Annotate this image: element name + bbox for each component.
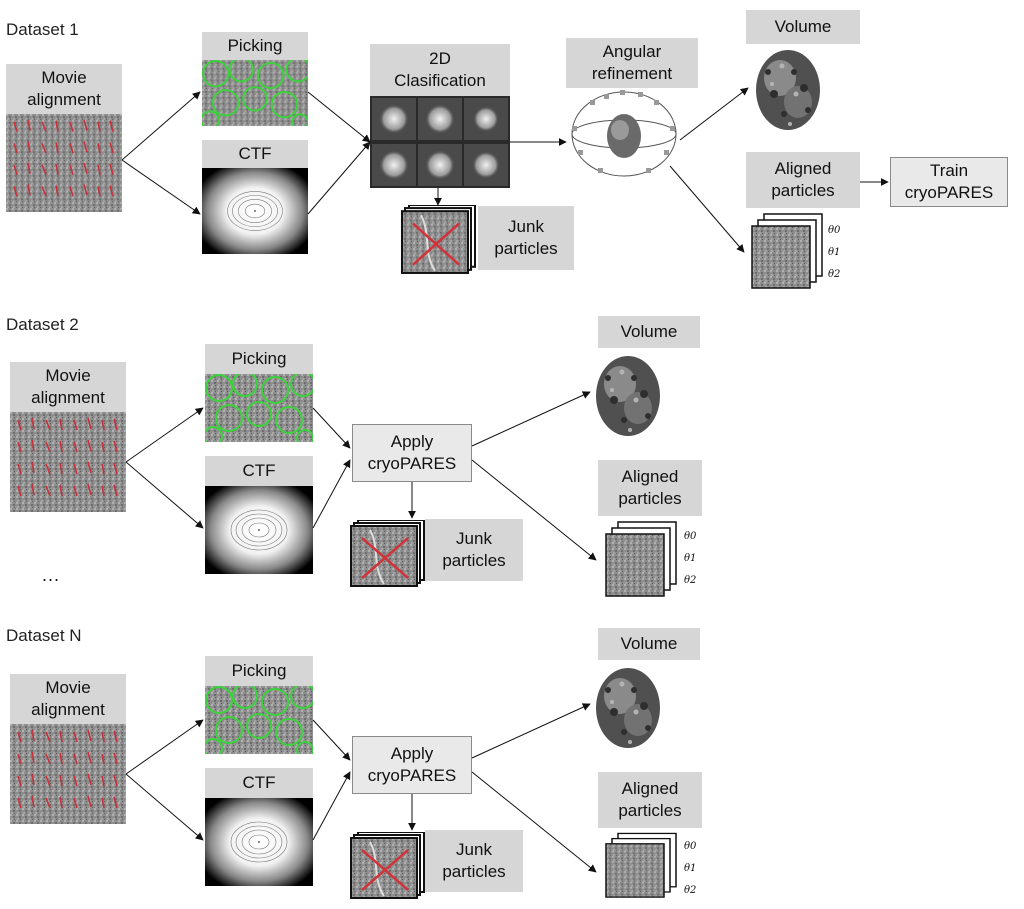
aligned-particles-stack: θ0 θ1 θ2 [600, 830, 702, 904]
volume-label: Volume [598, 316, 700, 348]
ctf-label: CTF [205, 456, 313, 486]
aligned-particles-stack: θ0 θ1 θ2 [600, 518, 702, 604]
ctf-label: CTF [202, 140, 308, 168]
picking-label: Picking [202, 32, 308, 60]
theta-1: θ1 [828, 247, 841, 258]
dataset-1-label: Dataset 1 [6, 20, 79, 39]
theta-2: θ2 [684, 575, 697, 586]
dataset-n-label: Dataset N [6, 626, 82, 645]
theta-1: θ1 [684, 863, 697, 874]
picking-label: Picking [205, 344, 313, 374]
theta-0: θ0 [684, 841, 697, 852]
theta-0: θ0 [828, 225, 841, 236]
theta-2: θ2 [684, 885, 697, 896]
volume-label: Volume [746, 10, 860, 44]
ellipsis: ... [42, 565, 61, 585]
ctf-label: CTF [205, 768, 313, 798]
volume-label: Volume [598, 628, 700, 660]
dataset-2-label: Dataset 2 [6, 315, 79, 334]
theta-2: θ2 [828, 269, 841, 280]
theta-0: θ0 [684, 531, 697, 542]
theta-1: θ1 [684, 553, 697, 564]
aligned-particles-stack: θ0 θ1 θ2 [746, 210, 848, 296]
picking-label: Picking [205, 656, 313, 686]
